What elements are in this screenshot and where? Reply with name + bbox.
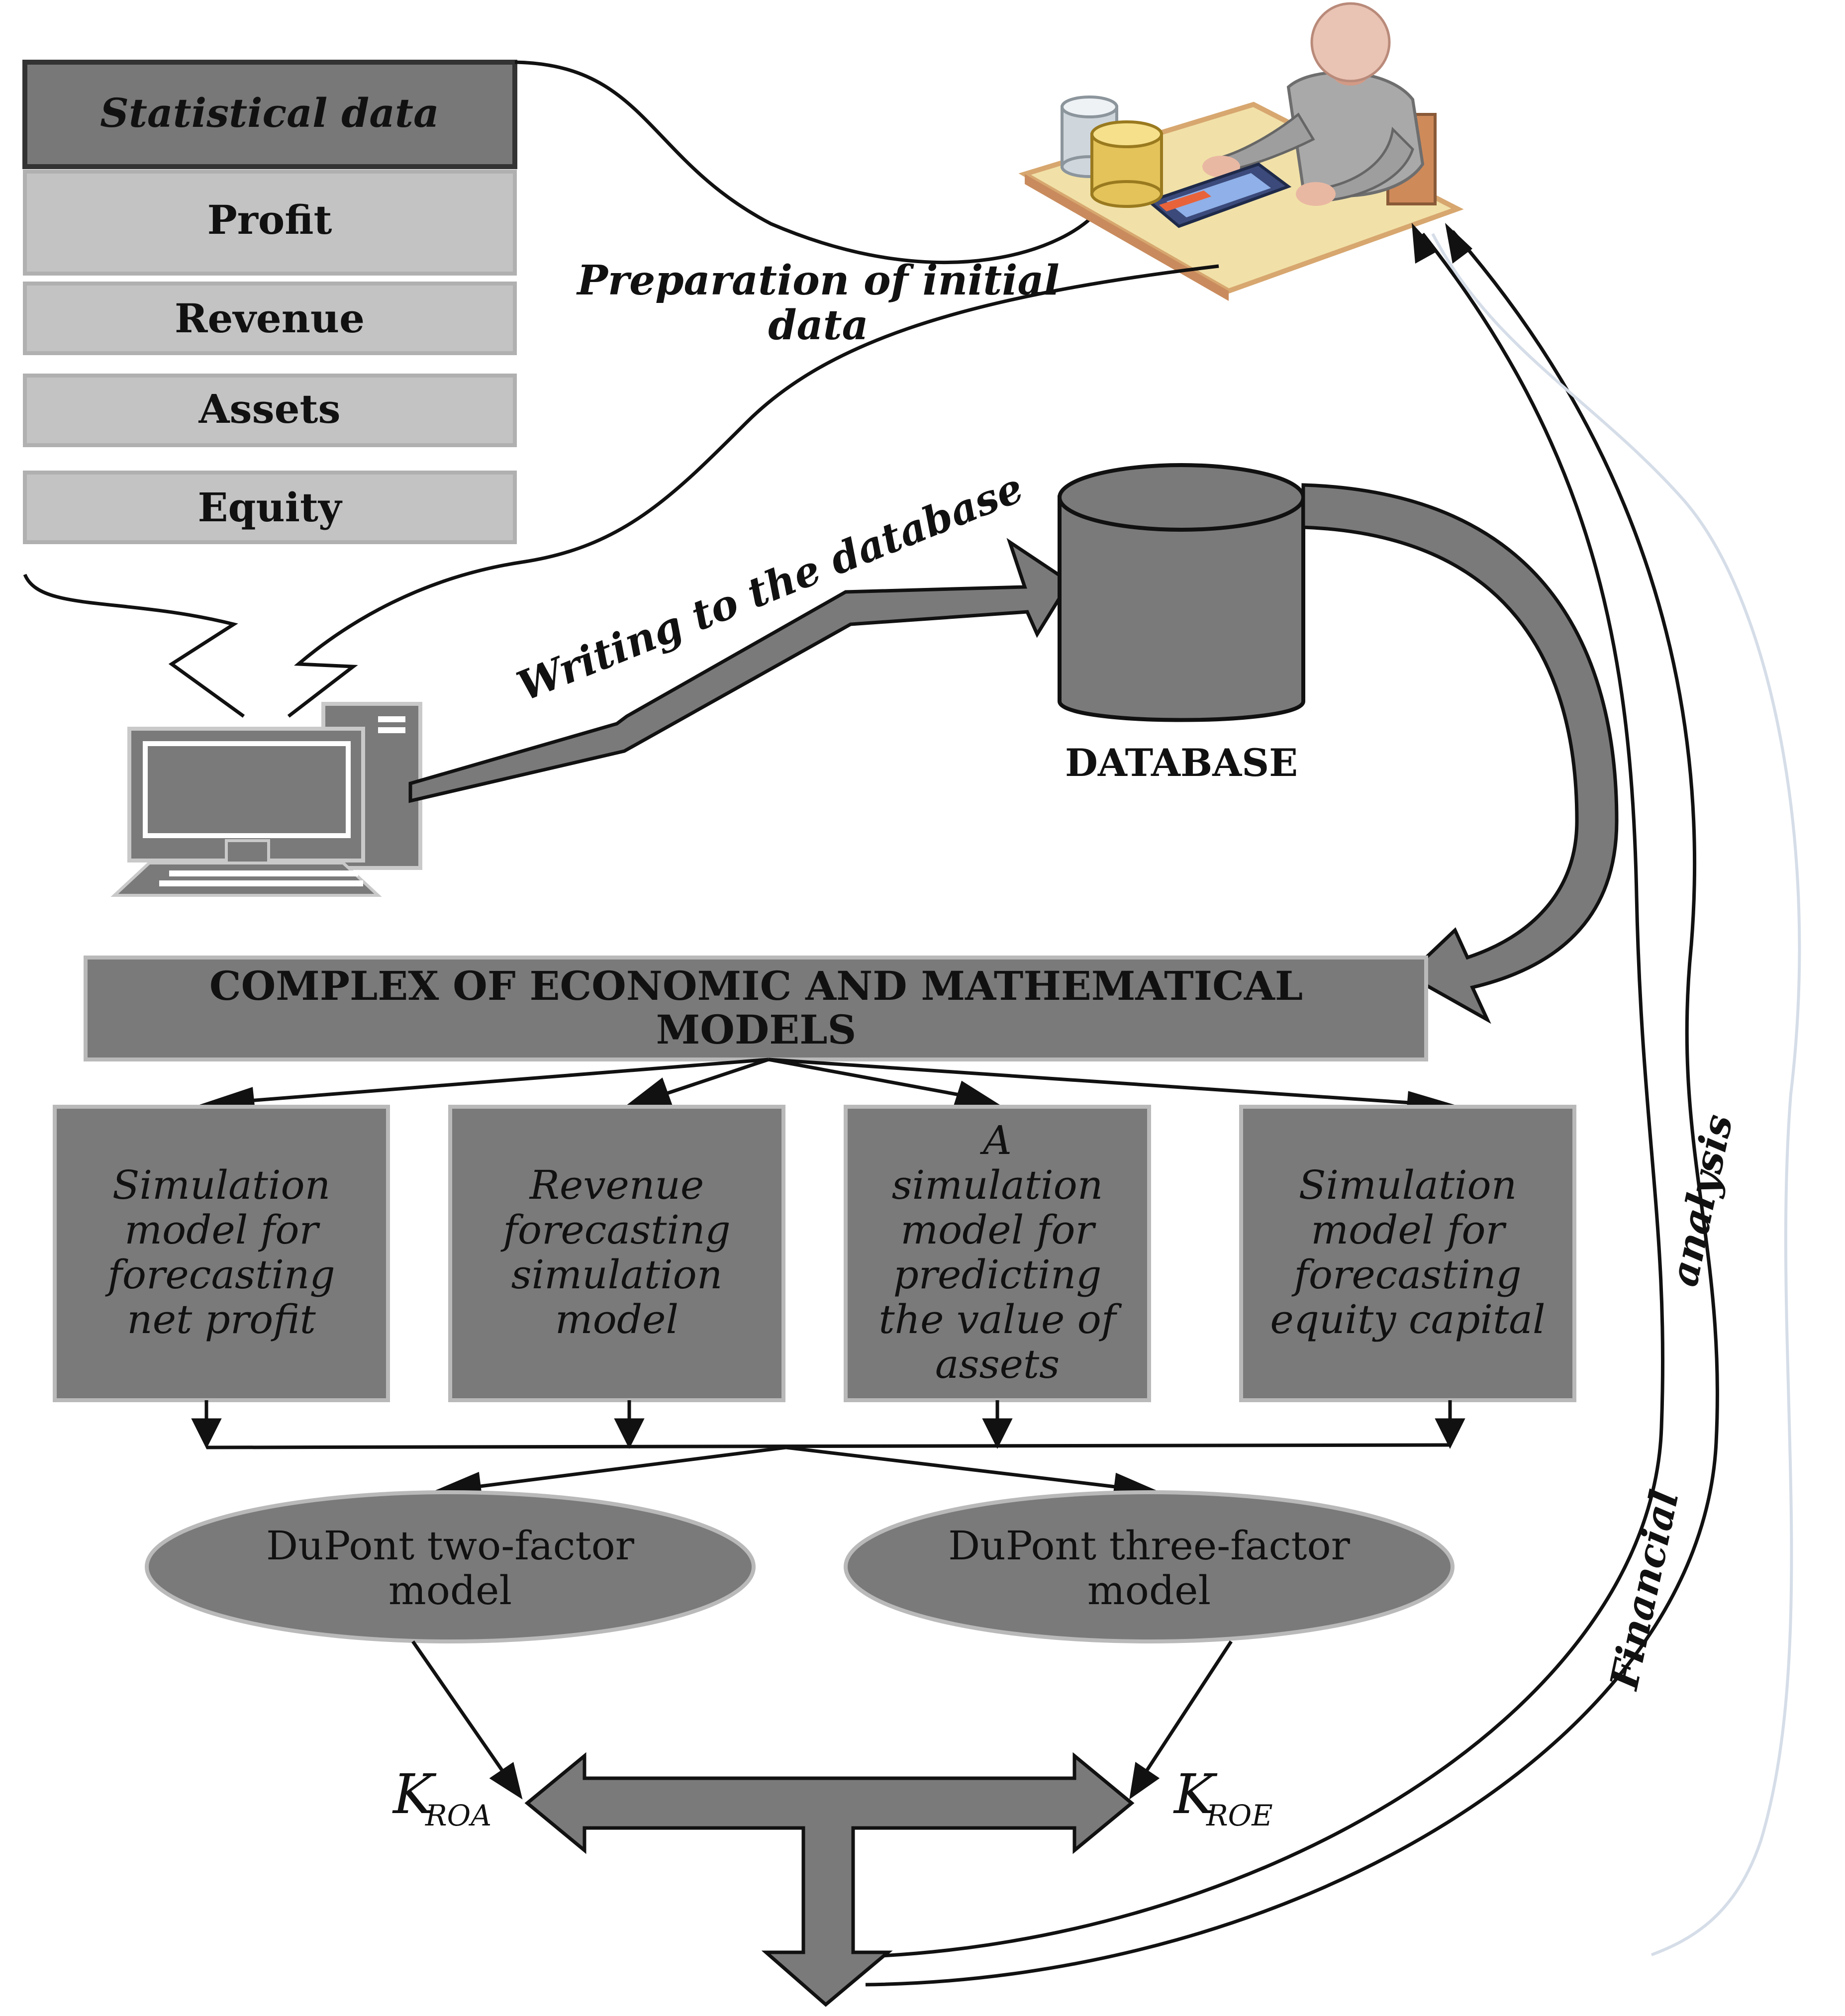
model-box-assets: A simulation model for predicting the va… — [844, 1105, 1151, 1402]
computer-stand — [225, 839, 270, 867]
financial-analysis-loop-inner — [835, 232, 1665, 1959]
data-item-equity-label: Equity — [198, 484, 343, 531]
data-item-profit — [23, 170, 517, 276]
model-box-net-profit: Simulation model for forecasting net pro… — [53, 1105, 390, 1402]
database-cylinder — [1058, 463, 1305, 722]
svg-text:equity capital: equity capital — [1270, 1296, 1545, 1343]
svg-text:model for: model for — [900, 1207, 1096, 1253]
coin-stack-gold — [1090, 120, 1163, 208]
model-box-revenue: Revenue forecasting simulation model — [448, 1105, 785, 1402]
calculator-display — [1159, 191, 1211, 211]
data-item-revenue — [23, 282, 517, 355]
output-k-roa: K ROA — [392, 1762, 491, 1832]
complex-models-box — [84, 956, 1428, 1061]
svg-text:K: K — [1173, 1762, 1218, 1826]
svg-text:predicting: predicting — [893, 1251, 1102, 1298]
computer-icon — [110, 702, 422, 897]
decorative-light-curve — [1431, 233, 1801, 1956]
accountant-illustration — [1018, 2, 1464, 301]
preparation-label-line1: Preparation of initial — [576, 257, 1059, 304]
data-item-profit-label: Profit — [207, 196, 332, 243]
models-bus-line — [206, 1443, 1451, 1449]
computer-keyboard — [110, 862, 382, 897]
dupont-two-factor: DuPont two-factor model — [145, 1490, 756, 1643]
person-right-hand — [1296, 182, 1336, 206]
preparation-curve — [287, 264, 1219, 718]
svg-text:A: A — [979, 1117, 1012, 1163]
complex-models-title-line1: COMPLEX OF ECONOMIC AND MATHEMATICAL — [209, 962, 1303, 1009]
svg-text:model: model — [388, 1567, 512, 1614]
calculator-keys — [1166, 173, 1271, 217]
dupont-three-factor: DuPont three-factor model — [844, 1490, 1455, 1643]
preparation-label-line2: data — [768, 301, 868, 349]
complex-models-title-line2: MODELS — [656, 1006, 857, 1053]
output-k-roe: K ROE — [1173, 1762, 1273, 1832]
svg-text:model: model — [555, 1296, 679, 1343]
data-panel-callout — [23, 574, 245, 718]
financial-analysis-loop — [865, 230, 1719, 1987]
writing-label: Writing to the database — [511, 464, 1030, 710]
data-source-curve — [514, 60, 1101, 264]
svg-text:simulation: simulation — [511, 1251, 723, 1298]
bus-to-dupont-arrows — [431, 1445, 1160, 1502]
database-label: DATABASE — [1065, 741, 1298, 785]
data-item-assets-label: Assets — [198, 385, 340, 432]
financial-arrowhead-inner — [1412, 223, 1438, 264]
svg-text:DuPont two-factor: DuPont two-factor — [266, 1523, 635, 1569]
statistical-data-header — [22, 60, 517, 169]
svg-text:ROE: ROE — [1206, 1799, 1273, 1832]
svg-text:model for: model for — [124, 1207, 320, 1253]
svg-text:forecasting: forecasting — [105, 1251, 335, 1298]
svg-text:the value of: the value of — [879, 1296, 1122, 1343]
svg-text:Revenue: Revenue — [529, 1162, 704, 1208]
svg-text:forecasting: forecasting — [1291, 1251, 1521, 1298]
desk-edge — [1025, 174, 1229, 301]
data-item-revenue-label: Revenue — [175, 295, 365, 342]
svg-text:forecasting: forecasting — [500, 1207, 730, 1253]
svg-text:Simulation: Simulation — [112, 1162, 330, 1208]
data-item-assets — [23, 374, 517, 447]
statistical-data-panel: Statistical data Profit Revenue Assets E… — [22, 60, 517, 544]
svg-text:Simulation: Simulation — [1299, 1162, 1517, 1208]
financial-arrowhead-outer — [1445, 223, 1472, 264]
dupont-to-output-arrows — [411, 1640, 1233, 1800]
svg-text:ROA: ROA — [425, 1799, 491, 1832]
models-to-bus-arrows — [191, 1400, 1465, 1449]
output-t-arrow — [524, 1752, 1135, 2007]
svg-text:K: K — [392, 1762, 437, 1826]
analysis-label: analysis — [1661, 1110, 1742, 1290]
svg-text:model for: model for — [1311, 1207, 1507, 1253]
database-to-models-arrow — [1301, 483, 1619, 1024]
data-item-equity — [23, 471, 517, 544]
computer-screen — [143, 741, 351, 838]
svg-text:net profit: net profit — [127, 1296, 316, 1343]
statistical-data-header-label: Statistical data — [100, 90, 439, 136]
svg-text:simulation: simulation — [892, 1162, 1103, 1208]
model-box-equity: Simulation model for forecasting equity … — [1239, 1105, 1576, 1402]
svg-text:model: model — [1087, 1567, 1211, 1614]
svg-text:DuPont three-factor: DuPont three-factor — [948, 1523, 1351, 1569]
person-head — [1310, 2, 1391, 83]
svg-text:assets: assets — [935, 1341, 1060, 1387]
